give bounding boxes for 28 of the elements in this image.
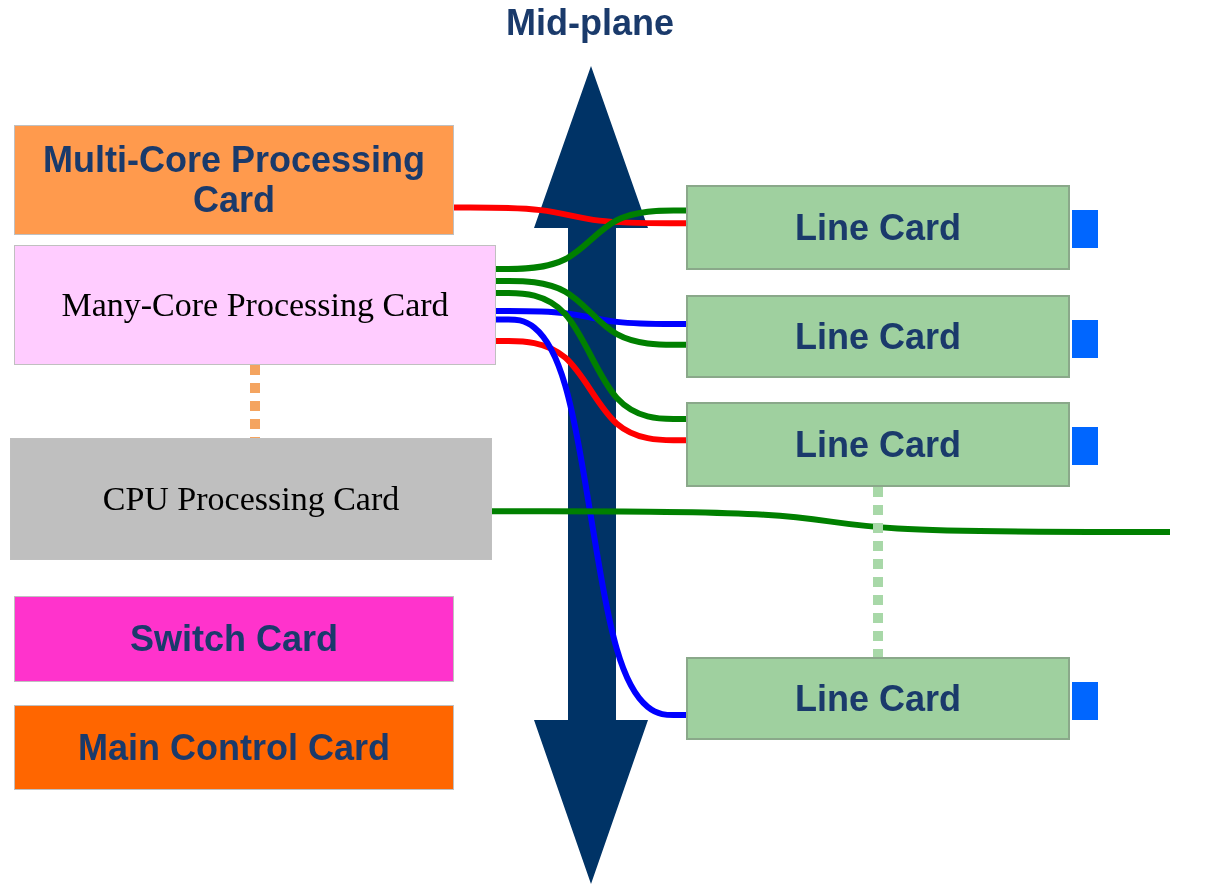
signal-path — [492, 508, 1170, 535]
card — [14, 596, 454, 682]
signal-path — [454, 204, 686, 227]
card-label: Line Card — [794, 207, 962, 248]
signal-path — [496, 290, 686, 422]
signal-path — [496, 316, 686, 719]
line-card — [686, 402, 1070, 487]
signal-path — [496, 278, 686, 348]
card-label: CPU Processing Card — [101, 480, 401, 518]
signal-path — [496, 338, 686, 444]
line-card — [686, 657, 1070, 740]
plane-label: Mid-plane — [505, 2, 675, 44]
signal-path — [496, 207, 686, 272]
card — [10, 438, 492, 560]
card — [14, 705, 454, 790]
card-label: Switch Card — [128, 619, 339, 659]
card — [14, 245, 496, 365]
card-label: Line Card — [794, 678, 962, 719]
card-label: Multi-Core Processing Card — [41, 140, 427, 220]
line-card — [686, 185, 1070, 270]
card-label: Main Control Card — [77, 727, 391, 768]
card — [14, 125, 454, 235]
card-label: Line Card — [794, 316, 962, 357]
ellipsis-connector — [873, 487, 883, 657]
line-card — [686, 295, 1070, 378]
card-label: Many-Core Processing Card — [60, 286, 450, 324]
card-label: Line Card — [794, 424, 962, 465]
signal-path — [496, 308, 686, 328]
